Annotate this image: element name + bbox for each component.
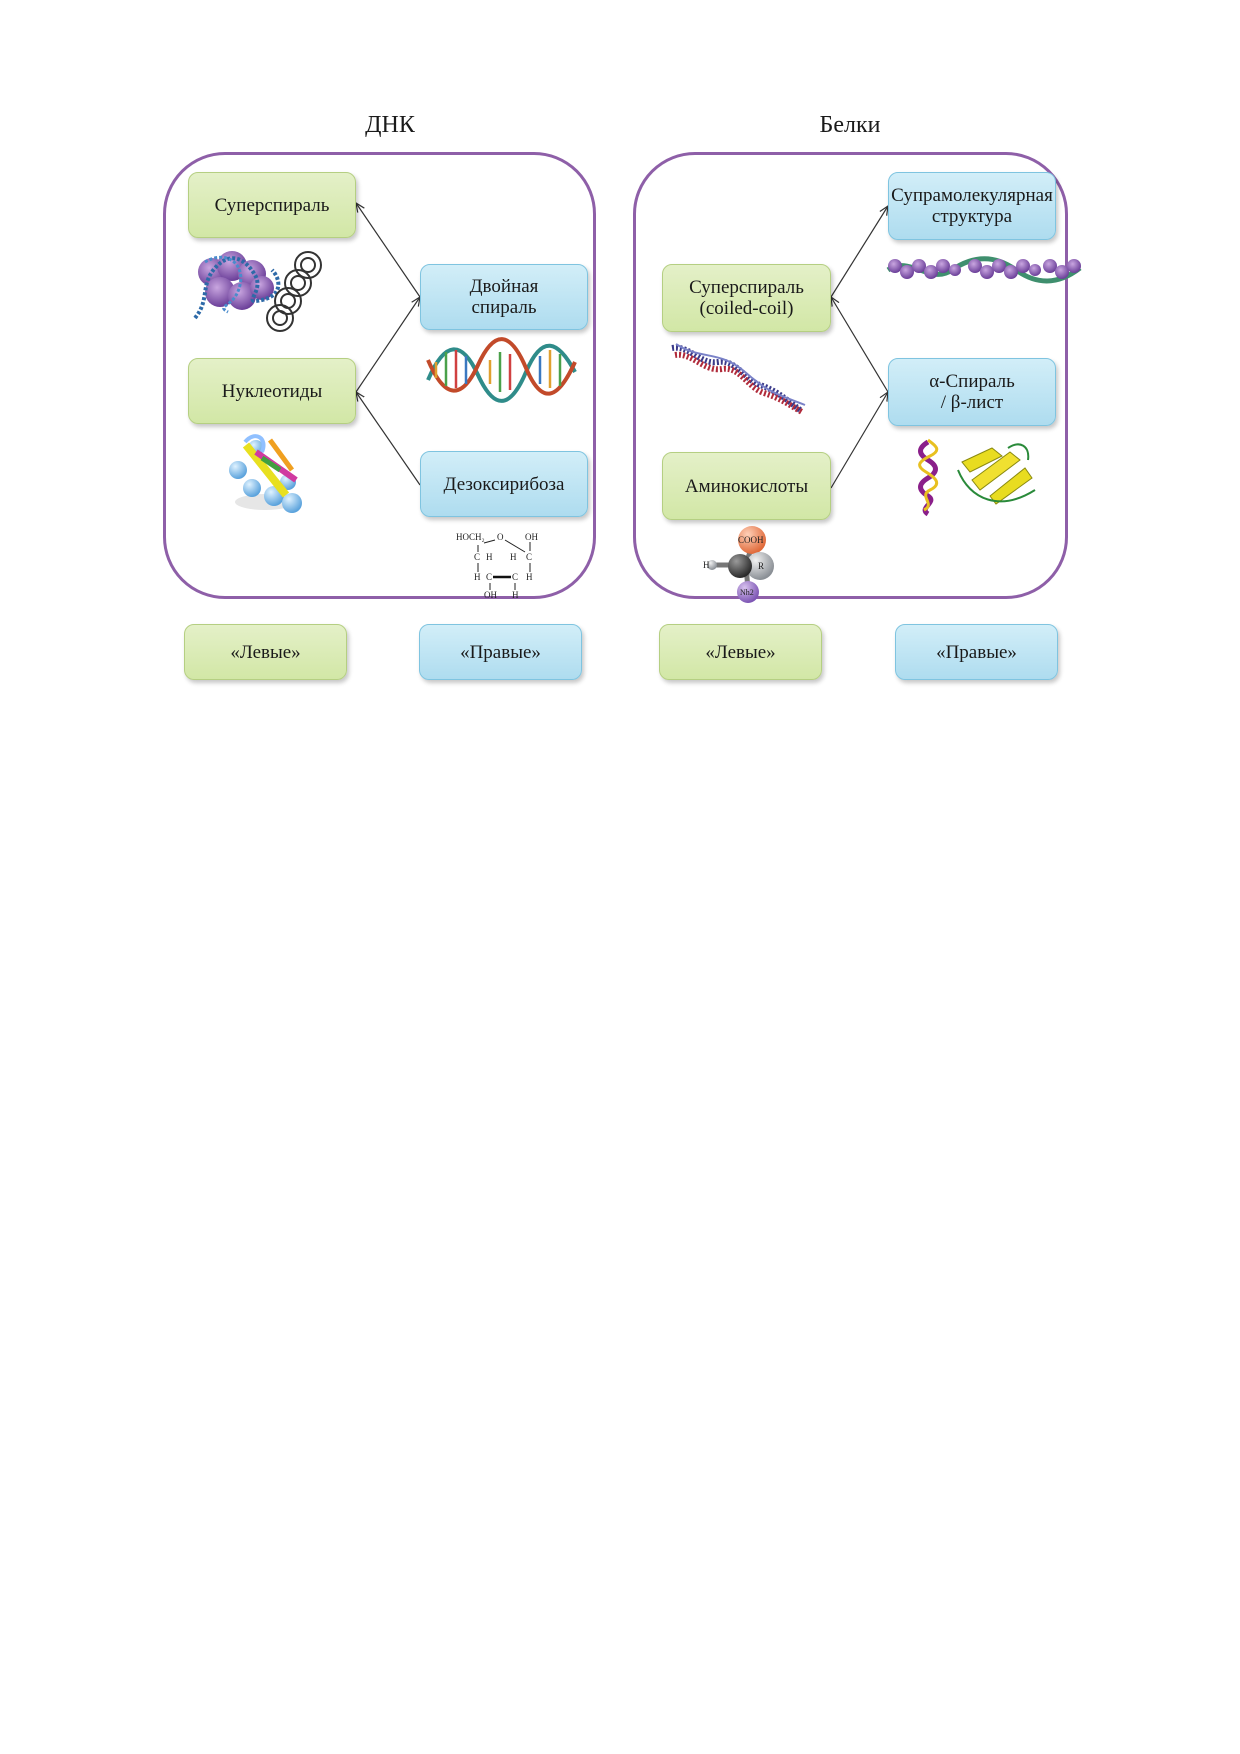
- proteins-panel-frame: [633, 152, 1068, 599]
- coiled-coil-image: [671, 343, 806, 415]
- formula-h5: H: [512, 590, 519, 600]
- beta-sheet-image: [957, 443, 1036, 505]
- nucleotide-model-image: [229, 434, 302, 513]
- proteins-amino-acids-box: Аминокислоты: [662, 452, 831, 520]
- amino-h-label: H: [703, 560, 710, 570]
- amino-cooh-label: COOH: [738, 535, 764, 545]
- arrow-deoxyribose-to-nucleotides: [356, 392, 421, 486]
- proteins-right-label: «Правые»: [936, 641, 1017, 663]
- dna-panel-title: ДНК: [365, 112, 415, 138]
- arrow-coiled-coil-to-supramolecular: [830, 206, 888, 298]
- proteins-right-label-box: «Правые»: [895, 624, 1058, 680]
- amino-acid-model-image: COOH R H Nh2: [703, 526, 774, 603]
- proteins-alpha-beta-label: α-Спираль / β-лист: [929, 371, 1015, 413]
- proteins-supramolecular-box: Супрамолекулярная структура: [888, 172, 1056, 240]
- formula-c1: C: [474, 552, 480, 562]
- dna-left-label: «Левые»: [230, 641, 301, 663]
- formula-c2: C: [486, 572, 492, 582]
- arrow-double-helix-to-supercoil: [356, 203, 421, 298]
- deoxyribose-formula-image: HOCH₂ O OH C C H H H C C H OH H: [456, 532, 538, 600]
- proteins-panel-title: Белки: [819, 112, 881, 138]
- formula-c3: C: [512, 572, 518, 582]
- formula-c4: C: [526, 552, 532, 562]
- proteins-left-label: «Левые»: [705, 641, 776, 663]
- dna-double-helix-label: Двойная спираль: [469, 276, 539, 318]
- double-helix-image: [426, 337, 577, 403]
- dna-supercoil-box: Суперспираль: [188, 172, 356, 238]
- formula-h1: H: [486, 552, 493, 562]
- dna-panel-frame: [163, 152, 596, 599]
- arrow-amino-acids-to-alpha-beta: [830, 392, 888, 489]
- dna-right-label: «Правые»: [460, 641, 541, 663]
- formula-oh-top: OH: [525, 532, 538, 542]
- arrow-nucleotides-to-double-helix: [355, 297, 420, 393]
- proteins-left-label-box: «Левые»: [659, 624, 822, 680]
- dna-nucleotides-label: Нуклеотиды: [221, 380, 323, 402]
- dna-deoxyribose-box: Дезоксирибоза: [420, 451, 588, 517]
- proteins-alpha-beta-box: α-Спираль / β-лист: [888, 358, 1056, 426]
- dna-deoxyribose-label: Дезоксирибоза: [443, 473, 565, 495]
- dna-supercoil-label: Суперспираль: [214, 194, 330, 216]
- amino-r-label: R: [758, 561, 764, 571]
- formula-hoch2: HOCH₂: [456, 532, 485, 542]
- formula-h3: H: [526, 572, 533, 582]
- proteins-coiled-coil-label: Суперспираль (coiled-coil): [689, 277, 804, 319]
- supercoil-rings-image: [266, 251, 322, 332]
- dna-double-helix-box: Двойная спираль: [420, 264, 588, 330]
- proteins-supramolecular-label: Супрамолекулярная структура: [891, 185, 1053, 227]
- supramolecular-fiber-image: [886, 256, 1082, 284]
- formula-h2: H: [474, 572, 481, 582]
- proteins-coiled-coil-box: Суперспираль (coiled-coil): [662, 264, 831, 332]
- formula-oh-bottom: OH: [484, 590, 497, 600]
- arrow-alpha-beta-to-coiled-coil: [831, 297, 889, 393]
- dna-nucleotides-box: Нуклеотиды: [188, 358, 356, 424]
- proteins-amino-acids-label: Аминокислоты: [684, 475, 809, 497]
- dna-left-label-box: «Левые»: [184, 624, 347, 680]
- supercoil-nucleosome-image: [193, 251, 281, 320]
- formula-ring-oxygen: O: [497, 532, 504, 542]
- dna-right-label-box: «Правые»: [419, 624, 582, 680]
- alpha-helix-image: [918, 438, 939, 517]
- formula-h4: H: [510, 552, 517, 562]
- amino-nh2-label: Nh2: [740, 588, 754, 597]
